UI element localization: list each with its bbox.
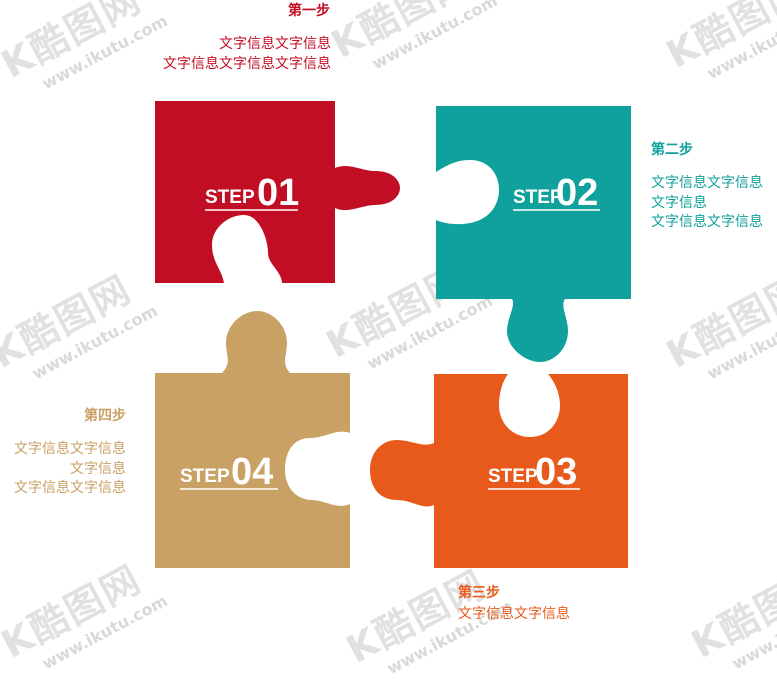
- step4-desc-line: 文字信息文字信息: [14, 441, 126, 457]
- step2-label: STEP 02: [513, 172, 600, 214]
- puzzle-piece-step1: [155, 101, 400, 283]
- step2-desc: 文字信息文字信息 文字信息 文字信息文字信息: [651, 174, 777, 233]
- step1-word: STEP: [205, 187, 255, 208]
- step4-title: 第四步: [84, 408, 126, 424]
- step1-label: STEP 01: [205, 172, 299, 214]
- step2-number: 02: [556, 172, 598, 214]
- step1-title: 第一步: [288, 3, 330, 19]
- step4-word: STEP: [180, 466, 230, 487]
- puzzle-pieces: STEP 01 STEP 02 STEP 04 STEP 03: [155, 101, 631, 568]
- step2-word: STEP: [513, 187, 563, 208]
- step4-desc-line: 文字信息: [70, 460, 126, 477]
- step1-desc-line: 文字信息文字信息文字信息: [163, 55, 331, 72]
- puzzle-piece-step3: [370, 374, 628, 568]
- step3-number: 03: [535, 451, 577, 493]
- step2-title: 第二步: [651, 142, 693, 158]
- puzzle-piece-step4: [155, 311, 350, 568]
- step2-desc-line: 文字信息文字信息: [651, 214, 763, 230]
- step2-desc-line: 文字信息: [651, 194, 707, 211]
- step4-number: 04: [231, 451, 273, 493]
- step3-desc-line: 文字信息文字信息: [458, 606, 570, 622]
- step4-desc-line: 文字信息文字信息: [14, 480, 126, 496]
- step2-desc-line: 文字信息文字信息: [651, 175, 763, 191]
- step1-number: 01: [257, 172, 299, 214]
- step1-desc: 文字信息文字信息 文字信息文字信息文字信息: [100, 35, 331, 74]
- step4-desc: 文字信息文字信息 文字信息 文字信息文字信息: [0, 440, 126, 499]
- step4-label: STEP 04: [180, 451, 278, 493]
- step3-desc: 文字信息文字信息: [458, 605, 570, 625]
- step1-desc-line: 文字信息文字信息: [219, 36, 331, 52]
- step3-title: 第三步: [458, 585, 500, 601]
- puzzle-piece-step2: [436, 106, 631, 362]
- step3-label: STEP 03: [488, 451, 580, 493]
- step3-word: STEP: [488, 466, 538, 487]
